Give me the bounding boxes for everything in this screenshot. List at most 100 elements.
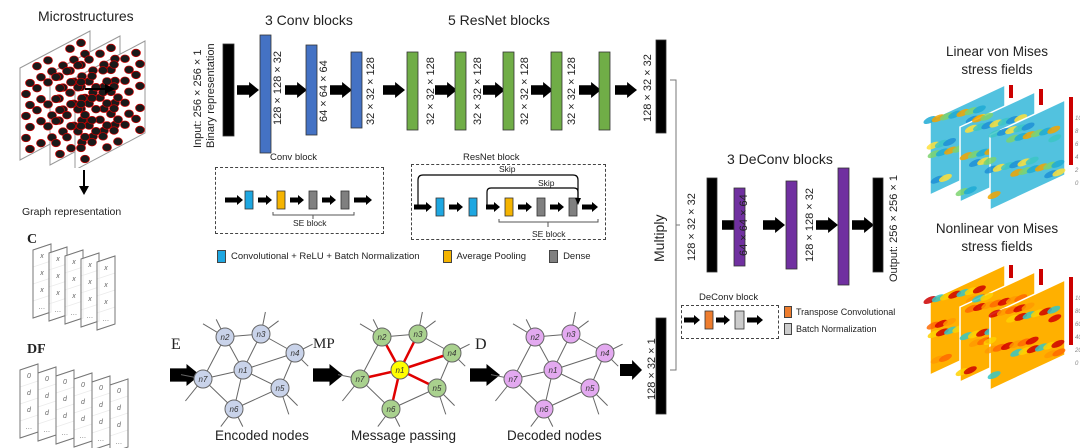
stress-blob xyxy=(1047,125,1061,134)
node-label: n4 xyxy=(448,349,457,358)
legend-swatch-pool xyxy=(442,250,452,263)
particle xyxy=(43,78,53,87)
stress-blob xyxy=(1044,350,1058,359)
particle xyxy=(131,70,141,80)
deconv2-dim: 128 × 128 × 32 xyxy=(804,187,816,262)
stress-blob xyxy=(996,307,1010,316)
node-label: n3 xyxy=(567,330,576,339)
node-label: n5 xyxy=(586,384,595,393)
stress-blob xyxy=(934,319,948,328)
table-cell: 0 xyxy=(63,379,67,386)
cnn-output-dim: 128 × 32 × 32 xyxy=(642,54,654,122)
particle xyxy=(124,109,134,118)
colorbar-tick: 8 xyxy=(1075,129,1079,135)
stress-blob xyxy=(989,299,1003,308)
stress-blob xyxy=(967,150,981,159)
deconv-layer-3 xyxy=(837,167,850,286)
block-arrow-icon xyxy=(285,82,307,98)
stress-blob xyxy=(1005,306,1019,315)
linear-title-line1: Linear von Mises xyxy=(945,44,1049,59)
stress-blob xyxy=(992,163,1006,172)
stress-blob xyxy=(1005,115,1019,124)
particle xyxy=(120,120,130,129)
small-arrow-icon xyxy=(550,202,564,212)
stress-blob xyxy=(959,332,973,341)
stress-blob xyxy=(1017,158,1031,167)
stress-blob xyxy=(981,121,995,130)
stress-blob xyxy=(926,141,940,150)
particle xyxy=(51,94,61,104)
stress-blob xyxy=(930,175,944,184)
particle xyxy=(21,111,31,121)
stress-blob xyxy=(983,336,997,346)
legend: Convolutional + ReLU + Batch Normalizati… xyxy=(217,250,591,263)
particle xyxy=(32,62,42,71)
particle xyxy=(91,105,101,114)
conv-se-label: SE block xyxy=(293,218,327,228)
block-arrow-icon xyxy=(383,82,405,98)
particle xyxy=(124,87,134,96)
colorbar xyxy=(1039,89,1043,105)
table-cell: … xyxy=(39,304,46,311)
nonlinear-title-line1: Nonlinear von Mises xyxy=(935,221,1059,236)
graph-node-n3 xyxy=(561,324,581,344)
small-arrow-icon xyxy=(258,195,272,205)
particle xyxy=(66,144,76,153)
particle xyxy=(55,149,65,159)
skip-outer-head xyxy=(575,198,581,205)
stress-blob xyxy=(956,108,970,117)
conv-block-conv xyxy=(244,190,254,210)
stress-blob xyxy=(964,304,978,313)
coordinate-table-stack: xxx…xxx…xxx…xxx…xxx… xyxy=(32,243,116,331)
particle xyxy=(113,115,123,124)
graph-node-n2 xyxy=(525,327,545,347)
resnet-se-label: SE block xyxy=(532,229,566,239)
stress-blob xyxy=(968,158,982,167)
stress-blob xyxy=(1006,134,1020,143)
table-cell: x xyxy=(71,293,76,300)
colorbar-tick: 80 xyxy=(1075,309,1080,315)
graph-node-n5 xyxy=(580,378,600,398)
block-arrow-icon xyxy=(531,82,553,98)
small-arrow-icon xyxy=(449,202,463,212)
mp-symbol: MP xyxy=(313,336,335,352)
block-arrow-icon xyxy=(435,82,457,98)
microstructure-stack xyxy=(19,30,146,168)
deconv-block-bn xyxy=(734,310,745,330)
particle xyxy=(87,116,97,125)
table-cell: d xyxy=(117,405,122,412)
colorbar-tick: 2 xyxy=(1074,168,1079,174)
stress-blob xyxy=(926,321,940,330)
table-sheet: xxx… xyxy=(80,252,100,328)
decoder-arrow-icon xyxy=(470,364,500,386)
skip-inner-label: Skip xyxy=(538,178,555,188)
graph-representation-label: Graph representation xyxy=(22,206,122,218)
particle xyxy=(25,100,35,110)
table-cell: 0 xyxy=(81,382,85,389)
stress-blob xyxy=(964,124,978,133)
gnn-output-bar xyxy=(655,317,667,415)
resnet-layer-1 xyxy=(406,51,419,131)
particle xyxy=(66,100,76,109)
resnet-block-box xyxy=(411,164,606,240)
particle xyxy=(91,127,101,136)
stress-blob xyxy=(1005,126,1019,135)
stress-blob xyxy=(1034,343,1048,352)
table-cell: 0 xyxy=(27,373,31,380)
table-cell: d xyxy=(27,390,32,397)
graph-node-n4 xyxy=(285,343,305,363)
res3-dim: 32 × 32 × 128 xyxy=(519,57,531,125)
particle xyxy=(106,43,116,53)
stress-blob xyxy=(977,157,991,166)
table-cell: … xyxy=(55,307,62,314)
node-label: n4 xyxy=(291,349,300,358)
table-cell: x xyxy=(87,279,92,286)
table-cell: 0 xyxy=(99,385,103,392)
stress-blob xyxy=(955,368,969,377)
node-label: n3 xyxy=(257,330,266,339)
particle xyxy=(62,111,72,120)
resnet-layer-3 xyxy=(502,51,515,131)
